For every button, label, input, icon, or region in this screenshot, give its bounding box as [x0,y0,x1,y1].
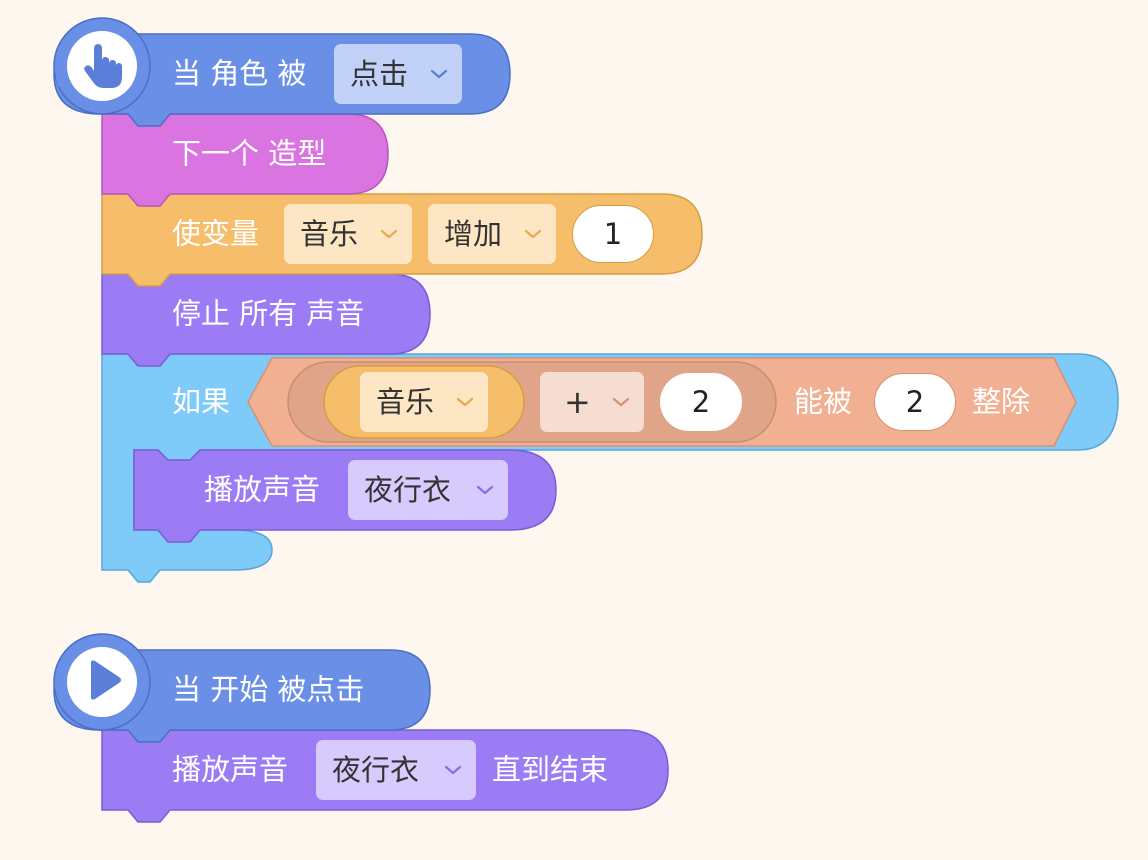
change-var-label: 使变量 [172,216,260,251]
until-done-label: 直到结束 [492,752,609,787]
chevron-down-icon [380,229,398,239]
next-costume-label: 下一个 造型 [172,136,327,171]
sprite-event-dropdown-value: 点击 [350,56,409,91]
stop-sounds-label: 停止 所有 声音 [172,296,365,331]
sound-dropdown-2-value: 夜行衣 [332,752,420,787]
play-until-done-label: 播放声音 [172,752,289,787]
condition-variable-dropdown[interactable]: 音乐 [360,372,488,432]
change-op-dropdown-value: 增加 [444,216,503,251]
condition-variable-dropdown-value: 音乐 [376,384,435,419]
sprite-event-dropdown[interactable]: 点击 [334,44,462,104]
play-sound-label: 播放声音 [204,472,321,507]
sound-dropdown[interactable]: 夜行衣 [348,460,508,520]
hand-pointer-icon [67,31,137,101]
divisible-end-label: 整除 [972,384,1031,419]
chevron-down-icon [612,397,630,407]
variable-dropdown-value: 音乐 [300,216,359,251]
sprite-clicked-hat-label: 当 角色 被 [172,56,307,91]
operator-dropdown[interactable]: + [540,372,644,432]
start-clicked-hat-label: 当 开始 被点击 [172,672,365,707]
chevron-down-icon [456,397,474,407]
sound-dropdown-2[interactable]: 夜行衣 [316,740,476,800]
variable-dropdown[interactable]: 音乐 [284,204,412,264]
chevron-down-icon [430,69,448,79]
divisor-input[interactable]: 2 [874,373,956,431]
sound-dropdown-value: 夜行衣 [364,472,452,507]
if-label: 如果 [172,384,231,419]
play-icon [67,647,137,717]
chevron-down-icon [476,485,494,495]
change-op-dropdown[interactable]: 增加 [428,204,556,264]
change-value-input[interactable]: 1 [572,205,654,263]
divisible-label: 能被 [794,384,853,419]
operand-input[interactable]: 2 [660,373,742,431]
chevron-down-icon [444,765,462,775]
operator-dropdown-value: + [564,383,591,421]
chevron-down-icon [524,229,542,239]
